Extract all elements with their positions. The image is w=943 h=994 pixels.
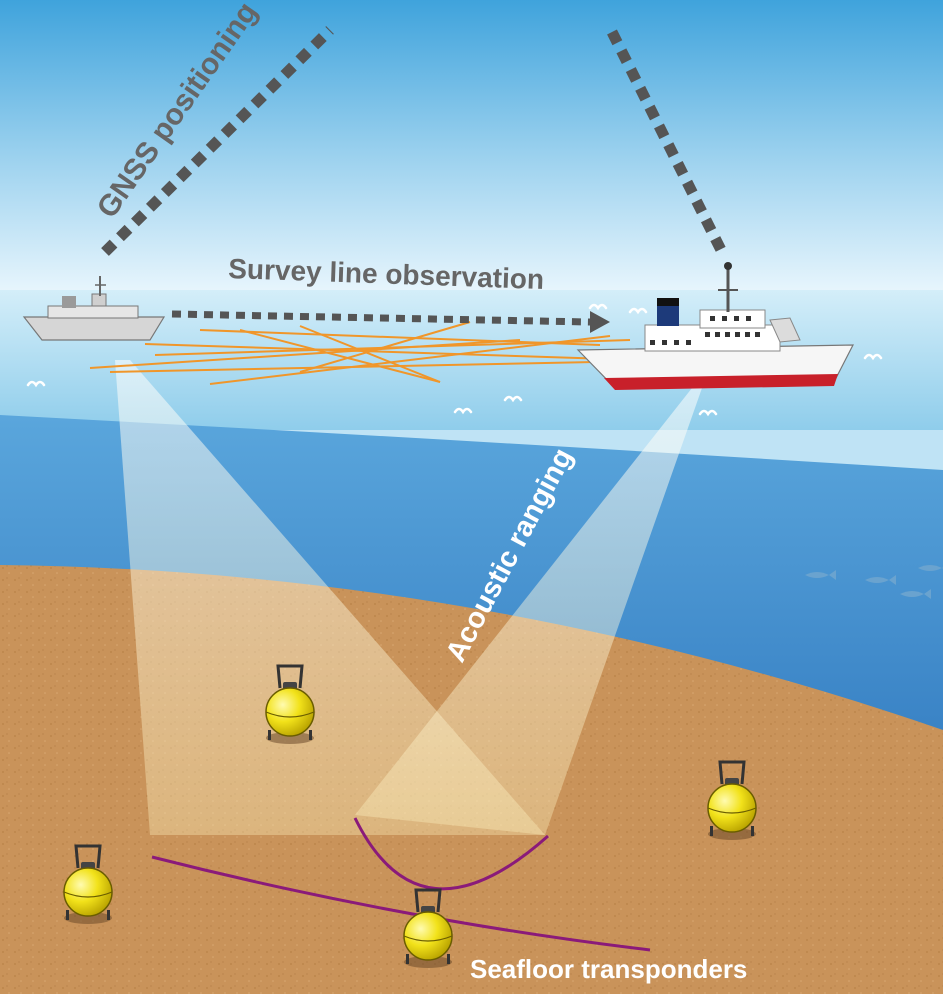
survey-arrow-head — [590, 311, 610, 333]
sky — [0, 0, 943, 295]
range-arc-right — [353, 817, 549, 891]
survey-arrow-line — [171, 310, 591, 326]
acoustic-beam-right — [355, 388, 702, 835]
survey-ship-small-icon — [22, 276, 166, 341]
gnss-line-left — [101, 26, 334, 256]
label-seafloor-transponders: Seafloor transponders — [470, 954, 747, 984]
range-arc-left — [151, 855, 651, 952]
survey-lines — [89, 321, 641, 385]
research-ship-icon — [576, 262, 854, 390]
